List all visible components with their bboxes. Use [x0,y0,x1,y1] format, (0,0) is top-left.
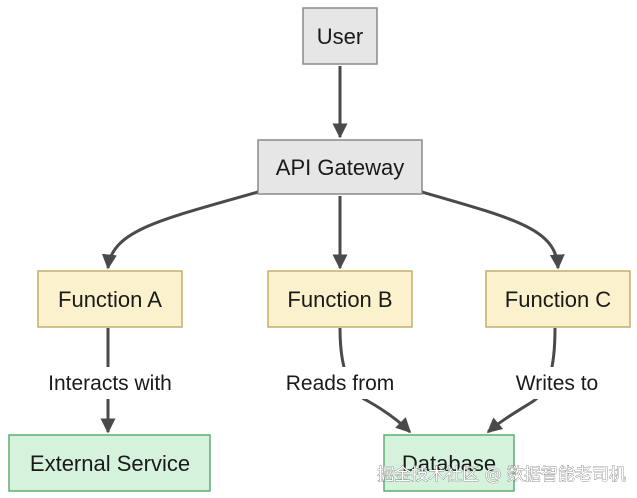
edge-labels: Interacts with Reads from Writes to [28,367,618,399]
node-function-a: Function A [37,270,183,328]
node-external-service: External Service [8,434,211,492]
node-function-b: Function B [267,270,413,328]
edge-function-c-to-database [486,327,557,434]
node-function-a-label: Function A [58,287,162,312]
edge-function-b-to-database [338,327,412,434]
watermark-text: 掘金技术社区 @ 数据智能老司机 [377,465,626,485]
edge-gateway-to-function-a [101,190,259,270]
node-api-gateway-label: API Gateway [276,155,404,180]
node-database: Database [383,434,515,492]
edge-label-interacts-with: Interacts with [48,372,172,395]
node-function-b-label: Function B [287,287,392,312]
node-database-label: Database [402,451,496,476]
node-function-c-label: Function C [505,287,611,312]
edge-label-writes-to: Writes to [516,372,598,395]
edge-gateway-to-function-c [421,190,565,270]
node-user-label: User [317,24,363,49]
node-function-c: Function C [485,270,631,328]
node-user: User [302,7,378,65]
node-external-service-label: External Service [30,451,190,476]
node-api-gateway: API Gateway [257,139,423,195]
edge-label-reads-from: Reads from [286,372,395,395]
